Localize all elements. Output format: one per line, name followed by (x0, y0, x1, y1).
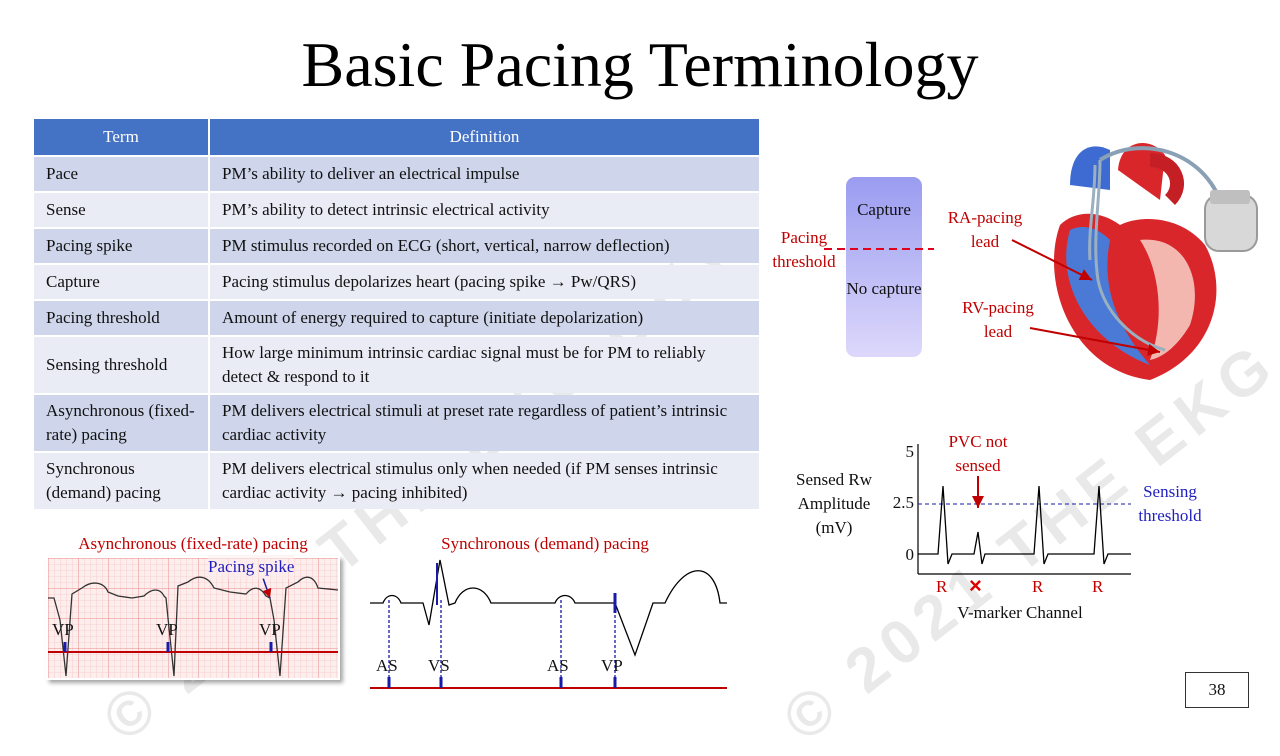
table-row: Synchronous (demand) pacing PM delivers … (34, 453, 761, 509)
capture-label: Capture (857, 200, 911, 219)
term-cell: Capture (34, 265, 210, 299)
vp-marker-label: VP (52, 620, 74, 639)
term-cell: Sense (34, 193, 210, 227)
table-row: Asynchronous (fixed-rate) pacing PM deli… (34, 395, 761, 451)
table-row: Capture Pacing stimulus depolarizes hear… (34, 265, 761, 299)
definition-cell: Pacing stimulus depolarizes heart (pacin… (210, 265, 761, 299)
definition-cell: PM stimulus recorded on ECG (short, vert… (210, 229, 761, 263)
sensing-chart-plot (917, 444, 1131, 575)
r-marker: R (936, 577, 948, 596)
page-number: 38 (1185, 672, 1249, 708)
rv-lead-arrow (1029, 327, 1161, 356)
pacing-spike-label: Pacing spike (208, 555, 295, 579)
table-row: Pace PM’s ability to deliver an electric… (34, 157, 761, 191)
term-cell: Pace (34, 157, 210, 191)
async-strip-title: Asynchronous (fixed-rate) pacing (78, 534, 308, 553)
term-cell: Asynchronous (fixed-rate) pacing (34, 395, 210, 451)
column-header-term: Term (34, 119, 210, 155)
terminology-table: Term Definition Pace PM’s ability to del… (34, 117, 761, 511)
vp-marker-label: VP (601, 656, 623, 675)
definition-cell: Amount of energy required to capture (in… (210, 301, 761, 335)
vp-marker-label: VP (259, 620, 281, 639)
column-header-definition: Definition (210, 119, 761, 155)
as-marker-label: AS (547, 656, 569, 675)
as-marker-label: AS (376, 656, 398, 675)
definition-cell: PM delivers electrical stimulus only whe… (210, 453, 761, 509)
slide-title: Basic Pacing Terminology (301, 29, 979, 100)
definition-cell: PM’s ability to deliver an electrical im… (210, 157, 761, 191)
y-tick-5: 5 (905, 442, 915, 461)
definition-cell: PM delivers electrical stimuli at preset… (210, 395, 761, 451)
definition-cell: PM’s ability to detect intrinsic electri… (210, 193, 761, 227)
sensing-threshold-label: Sensing threshold (1138, 482, 1202, 525)
term-cell: Sensing threshold (34, 337, 210, 393)
table-row: Pacing threshold Amount of energy requir… (34, 301, 761, 335)
table-row: Pacing spike PM stimulus recorded on ECG… (34, 229, 761, 263)
y-tick-0: 0 (905, 545, 915, 564)
sync-strip-title: Synchronous (demand) pacing (441, 534, 649, 553)
vp-marker-label: VP (156, 620, 178, 639)
async-ecg-strip (46, 556, 340, 680)
ra-lead-arrow (1011, 239, 1093, 281)
term-cell: Synchronous (demand) pacing (34, 453, 210, 509)
table-row: Sensing threshold How large minimum intr… (34, 337, 761, 393)
no-capture-label: No capture (846, 279, 922, 298)
r-marker: R (1092, 577, 1104, 596)
y-tick-2-5: 2.5 (892, 493, 914, 512)
ra-pacing-lead-label: RA-pacing lead (947, 208, 1023, 251)
definition-cell: How large minimum intrinsic cardiac sign… (210, 337, 761, 393)
sync-ecg-diagram (370, 559, 727, 689)
lead-pointer-arrows (1011, 239, 1161, 356)
y-axis-label: Sensed Rw Amplitude (mV) (795, 470, 873, 537)
capture-threshold-bar (846, 177, 922, 357)
rv-pacing-lead-label: RV-pacing lead (962, 298, 1034, 341)
term-cell: Pacing spike (34, 229, 210, 263)
v-marker-channel-label: V-marker Channel (957, 603, 1083, 622)
r-marker: R (1032, 577, 1044, 596)
vs-marker-label: VS (428, 656, 450, 675)
term-cell: Pacing threshold (34, 301, 210, 335)
async-ecg-grid (48, 558, 338, 678)
pacing-threshold-label: Pacing threshold (772, 228, 836, 271)
heart-illustration (1054, 143, 1258, 380)
table-row: Sense PM’s ability to detect intrinsic e… (34, 193, 761, 227)
pacing-threshold-line (824, 248, 934, 250)
missed-sense-x-marker: × (969, 573, 982, 598)
pvc-annotation: PVC not sensed (948, 432, 1008, 475)
